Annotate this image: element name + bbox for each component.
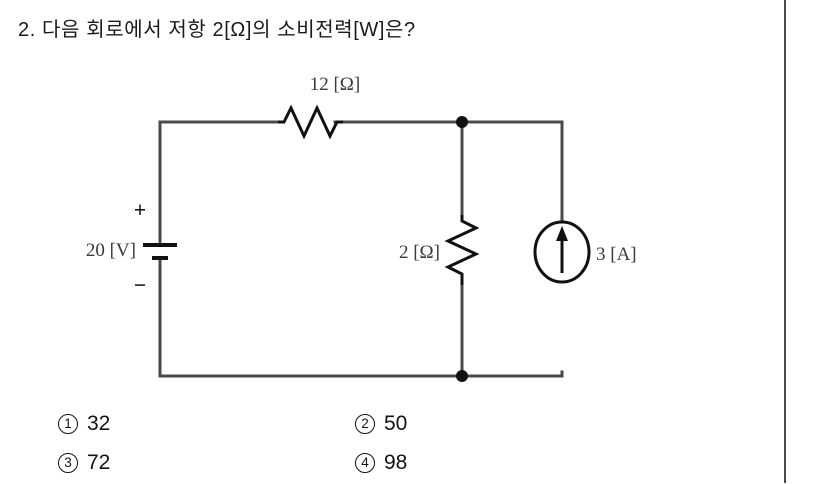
option-1-marker: 1 <box>58 414 78 434</box>
option-1-value: 32 <box>87 412 111 435</box>
option-1[interactable]: 1 32 <box>58 412 110 436</box>
option-3[interactable]: 3 72 <box>58 451 110 475</box>
column-divider <box>784 0 786 483</box>
current-direction-arrow <box>556 226 568 241</box>
option-2[interactable]: 2 50 <box>355 412 407 436</box>
voltage-source-symbol <box>143 243 177 260</box>
option-3-value: 72 <box>87 451 111 474</box>
option-4-marker: 4 <box>355 453 375 473</box>
circuit-diagram: 12 [Ω] 2 [Ω] 20 [V] + − 3 [A <box>0 60 700 400</box>
circuit-schematic-svg: 12 [Ω] 2 [Ω] 20 [V] + − 3 [A <box>86 74 637 382</box>
option-2-marker: 2 <box>355 414 375 434</box>
parallel-resistor-label: 2 [Ω] <box>399 242 440 263</box>
current-source-label: 3 [A] <box>596 244 637 265</box>
node-dot-top <box>456 116 468 128</box>
parallel-resistor-symbol <box>444 215 480 285</box>
voltage-source-label: 20 [V] <box>86 240 136 261</box>
current-source-symbol <box>533 220 591 284</box>
question-text: 2. 다음 회로에서 저항 2[Ω]의 소비전력[W]은? <box>18 19 416 41</box>
series-resistor-symbol <box>278 104 343 140</box>
node-dot-bottom <box>456 370 468 382</box>
option-4-value: 98 <box>384 451 408 474</box>
answer-options: 1 32 2 50 3 72 4 98 <box>0 404 760 484</box>
option-2-value: 50 <box>384 412 408 435</box>
polarity-minus-label: − <box>134 274 146 297</box>
polarity-plus-label: + <box>134 199 146 222</box>
option-4[interactable]: 4 98 <box>355 451 407 475</box>
option-3-marker: 3 <box>58 453 78 473</box>
series-resistor-label: 12 [Ω] <box>310 74 361 95</box>
